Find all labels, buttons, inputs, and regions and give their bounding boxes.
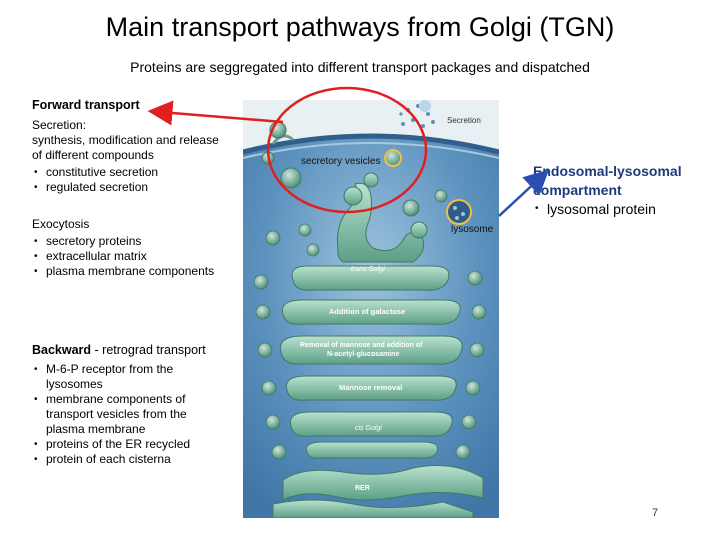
backward-item-line: proteins of the ER recycled: [46, 437, 191, 451]
exocytosis-item: extracellular matrix: [32, 249, 242, 264]
exocytosis-block: Exocytosis secretory proteins extracellu…: [32, 217, 242, 279]
backward-item: proteins of the ER recycled: [32, 437, 237, 452]
secreted-particles: [399, 104, 435, 128]
plasma-membrane: [243, 133, 499, 155]
exocytosis-item: secretory proteins: [32, 234, 242, 249]
endosomal-title-line2: compartment: [533, 182, 622, 198]
label-secretion: Secretion: [447, 116, 481, 125]
secretory-vesicle-highlight: [384, 149, 402, 167]
secretion-item: regulated secretion: [32, 180, 242, 195]
lysosome: [446, 199, 472, 225]
transport-vesicles: [253, 189, 487, 460]
slide-title: Main transport pathways from Golgi (TGN): [105, 12, 615, 42]
label-cis-golgi: cis Golgi: [355, 425, 382, 432]
secretion-highlight-ellipse: [266, 86, 428, 214]
endosomal-lysosomal-block: Endosomal-lysosomal compartment lysosoma…: [533, 162, 713, 218]
page-number: 7: [652, 507, 659, 519]
secretion-desc-line1: synthesis, modification and release: [32, 133, 219, 147]
rough-er: [272, 465, 484, 518]
forward-transport-heading: Forward transport: [32, 98, 140, 112]
secretion-item: constitutive secretion: [32, 165, 242, 180]
lysosome-arrow: [498, 169, 550, 217]
backward-transport-heading: Backward - retrograd transport: [32, 343, 206, 357]
golgi-cisternae: [279, 265, 463, 459]
backward-item: protein of each cisterna: [32, 452, 237, 467]
secretion-list: constitutive secretion regulated secreti…: [32, 165, 242, 195]
backward-item-line: protein of each cisterna: [46, 452, 171, 466]
endosomal-title-line1: Endosomal-lysosomal: [533, 163, 682, 179]
exocytosis-list: secretory proteins extracellular matrix …: [32, 234, 242, 279]
label-removal-mannose-1: Removal of mannose and addition of: [300, 342, 423, 349]
label-trans-golgi: trans Golgi: [351, 266, 385, 273]
secretion-desc-line2: of different compounds: [32, 148, 154, 162]
label-addition-galactose: Addition of galactose: [329, 307, 405, 316]
secretion-block: Secretion: synthesis, modification and r…: [32, 118, 242, 195]
backward-heading-rest: - retrograd transport: [91, 343, 206, 357]
backward-item-line: transport vesicles from the: [46, 407, 187, 421]
exocytosis-heading: Exocytosis: [32, 217, 90, 231]
backward-item-line: lysosomes: [46, 377, 103, 391]
endosomal-list: lysosomal protein: [533, 200, 713, 218]
backward-item-line: membrane components of: [46, 392, 186, 406]
backward-item-line: M-6-P receptor from the: [46, 362, 174, 376]
slide-subtitle: Proteins are seggregated into different …: [130, 59, 590, 75]
trans-golgi-network: [337, 172, 428, 263]
secretion-heading: Secretion:: [32, 118, 87, 132]
label-mannose-removal: Mannose removal: [339, 383, 402, 392]
label-removal-mannose-2: N-acetyl-glucosamine: [327, 351, 399, 358]
backward-heading-bold: Backward: [32, 343, 92, 357]
exocytosis-item: plasma membrane components: [32, 264, 242, 279]
label-lysosome: lysosome: [451, 224, 494, 235]
endosomal-item: lysosomal protein: [533, 200, 713, 218]
label-rer: RER: [355, 485, 370, 492]
forward-transport-arrow: [147, 100, 284, 126]
label-secretory-vesicles: secretory vesicles: [301, 156, 380, 167]
backward-item-line: plasma membrane: [46, 422, 146, 436]
membrane-inner: [243, 142, 499, 159]
